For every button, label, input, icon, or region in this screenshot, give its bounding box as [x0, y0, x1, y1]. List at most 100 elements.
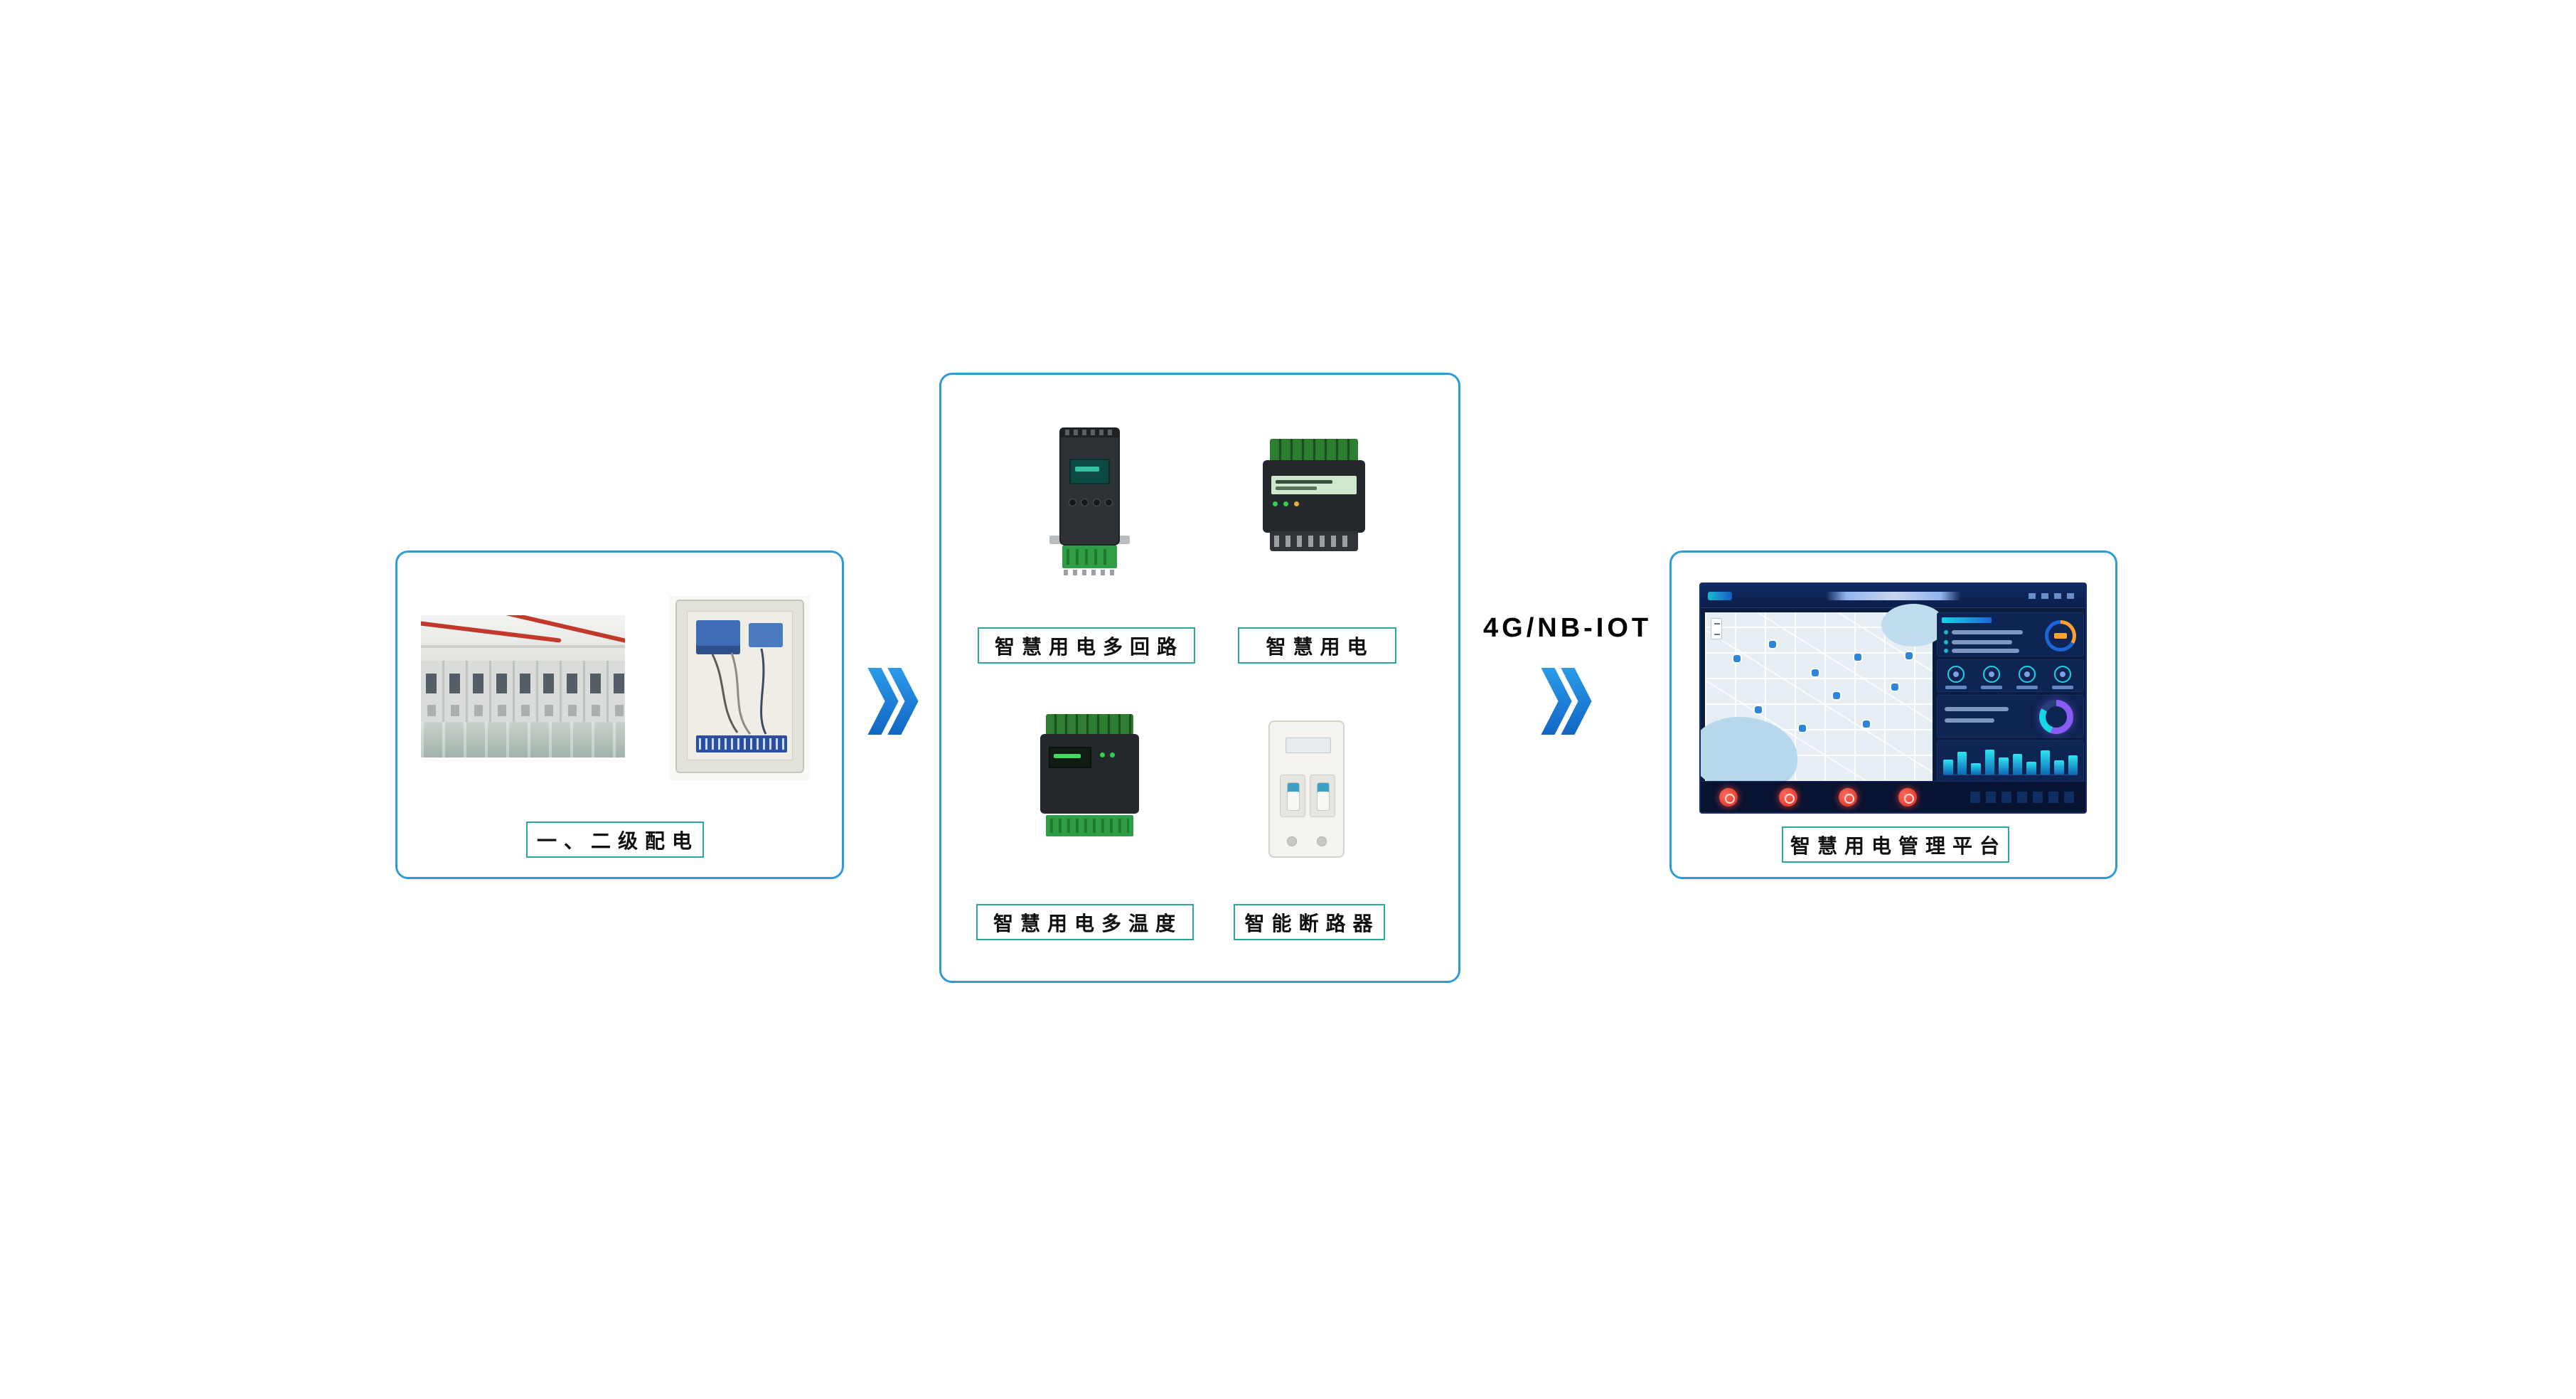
- dashboard-right-panel: [1937, 612, 2084, 782]
- map-marker: [1769, 641, 1776, 648]
- dashboard-bar: [2054, 760, 2064, 775]
- switchgear-room-photo: [421, 615, 625, 757]
- alarm-strip-decoration: [1970, 792, 2077, 803]
- cabinet-shell: [675, 600, 804, 773]
- status-leds: [1273, 501, 1299, 506]
- dashboard-bar: [2040, 750, 2050, 775]
- map-water-area: [1701, 717, 1797, 792]
- stat-icon: [1983, 666, 2000, 683]
- dashboard-map: [1701, 604, 1945, 792]
- panel-title-bar: [1942, 617, 1992, 623]
- info-text-row: [1944, 649, 2019, 653]
- cabinet-interior: [687, 611, 793, 760]
- map-marker: [1891, 683, 1898, 691]
- dashboard-bar: [1984, 749, 1994, 775]
- smart-breaker-image: [1263, 719, 1350, 859]
- donut-gauge: [2039, 700, 2073, 734]
- blue-relay-block: [749, 623, 783, 647]
- device-body: [1040, 734, 1139, 814]
- flow-arrow-icon: [867, 668, 919, 735]
- device-body: [1263, 460, 1365, 533]
- network-label: 4G/NB-IOT: [1483, 613, 1652, 643]
- cabinet-vents: [421, 705, 625, 716]
- device-lcd-screen: [1069, 459, 1110, 484]
- map-marker: [1906, 652, 1913, 659]
- platform-dashboard-screenshot: [1699, 583, 2087, 814]
- map-marker: [1733, 655, 1741, 662]
- stat-icon-label: [1981, 686, 2002, 689]
- device-body: [1059, 433, 1120, 546]
- map-marker: [1812, 669, 1819, 676]
- cabinet-wires: [711, 648, 767, 735]
- alarm-indicator-icon: [1719, 788, 1738, 807]
- map-zoom-control: [1711, 618, 1722, 639]
- dashboard-stat-icons-panel: [1937, 659, 2084, 692]
- dashboard-bar: [1999, 757, 2009, 775]
- dashboard-gauge-panel: [1937, 695, 2084, 738]
- gauge-text-row: [1945, 718, 1994, 723]
- breaker-toggle-right: [1310, 775, 1335, 817]
- stat-icon: [2019, 666, 2036, 683]
- cabinet-screens: [421, 674, 625, 693]
- dashboard-bar: [2026, 762, 2036, 775]
- bottom-terminal-row: [1270, 531, 1358, 551]
- multi-temperature-module-image: [1040, 714, 1139, 839]
- distribution-cabinet-photo: [670, 595, 810, 780]
- dashboard-menu: [2029, 593, 2078, 599]
- dashboard-bar: [2068, 755, 2078, 775]
- status-leds: [1100, 752, 1115, 757]
- breaker-screw: [1317, 836, 1327, 846]
- terminal-pins: [1064, 570, 1116, 575]
- ceiling-beam: [421, 645, 625, 648]
- distribution-stage-label: 一、二级配电: [526, 821, 704, 858]
- map-marker: [1755, 706, 1762, 713]
- info-text-row: [1944, 630, 2023, 634]
- stat-icon-label: [2052, 686, 2073, 689]
- stat-icon: [2054, 666, 2071, 683]
- multi-temperature-label: 智慧用电多温度: [976, 904, 1194, 940]
- terminal-strip: [696, 735, 787, 752]
- device-buttons: [1069, 499, 1113, 506]
- platform-panel: 智慧用电管理平台: [1669, 550, 2117, 879]
- dashboard-title: [1825, 592, 1961, 600]
- alarm-indicator-icon: [1898, 788, 1917, 807]
- dashboard-logo: [1708, 592, 1732, 600]
- dashboard-header: [1701, 584, 2085, 608]
- breaker-window: [1286, 738, 1331, 753]
- green-terminal-block: [1062, 546, 1117, 568]
- dashboard-bar-panel: [1937, 740, 2084, 782]
- dashboard-alarm-strip: [1701, 781, 2085, 812]
- multi-circuit-label: 智慧用电多回路: [978, 627, 1195, 664]
- map-marker: [1799, 725, 1806, 732]
- breaker-toggle-left: [1280, 775, 1305, 817]
- breaker-body: [1268, 720, 1345, 858]
- photo-floor: [421, 722, 625, 757]
- blue-breaker-block: [696, 620, 740, 654]
- dashboard-bar: [1957, 752, 1967, 775]
- device-lcd-screen: [1049, 747, 1091, 768]
- map-marker: [1833, 692, 1840, 699]
- device-top-connectors: [1059, 427, 1120, 437]
- smart-power-label: 智慧用电: [1238, 627, 1396, 664]
- alarm-indicator-icon: [1779, 788, 1797, 807]
- stat-icon-label: [2016, 686, 2038, 689]
- flow-arrow-icon: [1541, 668, 1592, 735]
- map-water-area: [1881, 604, 1945, 647]
- top-terminal-row: [1270, 439, 1358, 462]
- smart-power-module-image: [1263, 439, 1365, 554]
- dashboard-bar-chart: [1943, 747, 2078, 775]
- multi-circuit-monitor-image: [1049, 427, 1130, 576]
- dashboard-bar: [2012, 754, 2022, 775]
- map-marker: [1863, 720, 1870, 728]
- devices-panel: 智慧用电多回路 智慧用电 智慧用电多温度 智能断路器: [939, 373, 1460, 983]
- smart-breaker-label: 智能断路器: [1234, 904, 1385, 940]
- distribution-panel: 一、二级配电: [395, 550, 844, 879]
- dashboard-info-panel: [1937, 612, 2084, 656]
- stat-icon-label: [1945, 686, 1967, 689]
- switchgear-cabinet-row: [421, 661, 625, 722]
- gauge-text-row: [1945, 707, 2009, 711]
- label-strip: [1271, 476, 1357, 494]
- top-terminal-row: [1046, 714, 1133, 735]
- breaker-screw: [1287, 836, 1297, 846]
